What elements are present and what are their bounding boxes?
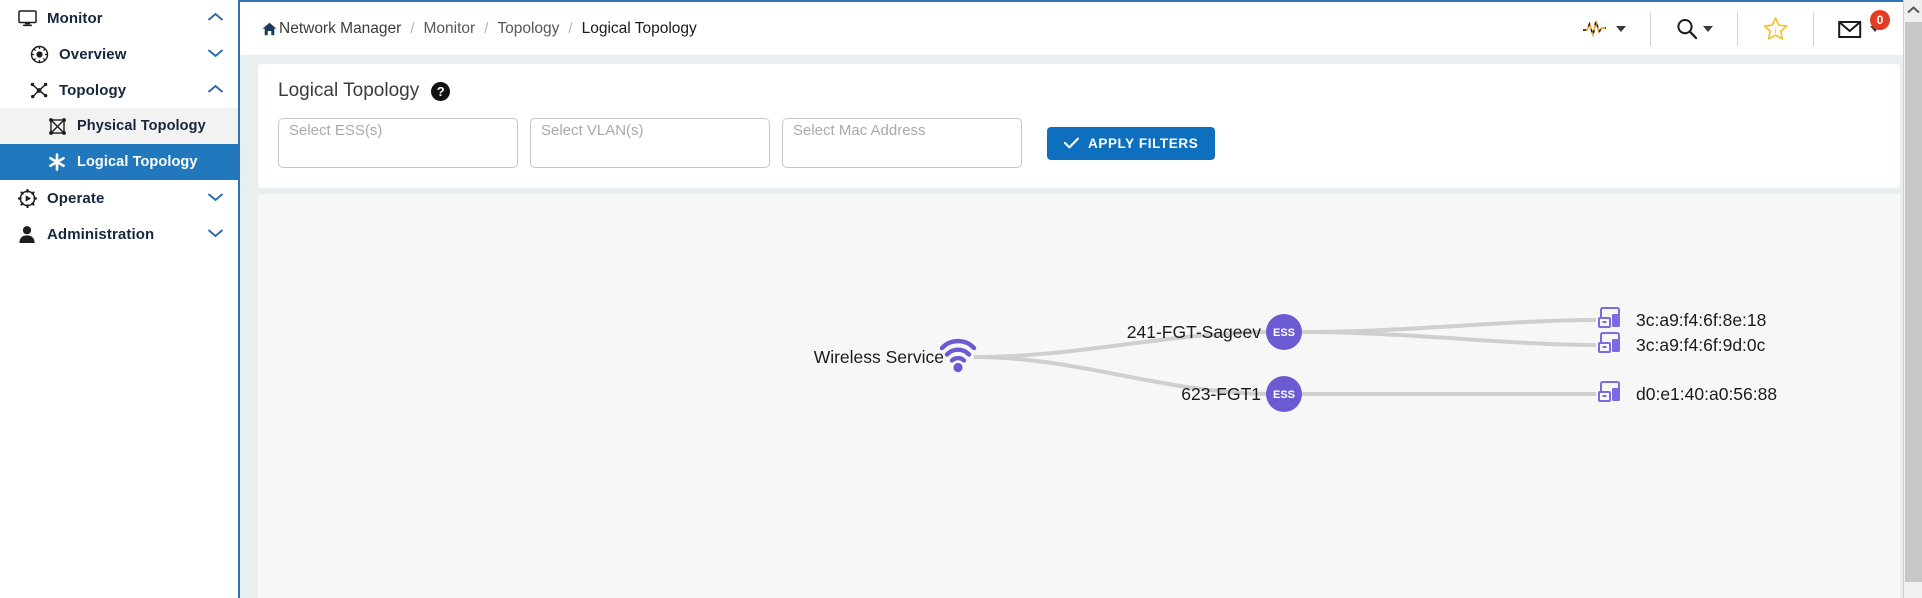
logical-topology-icon <box>44 151 70 173</box>
dashboard-icon <box>26 43 52 65</box>
apply-filters-label: APPLY FILTERS <box>1088 135 1199 151</box>
physical-topology-icon <box>44 115 70 137</box>
sidebar-item-topology[interactable]: Topology <box>0 72 238 108</box>
link-root-to-ap-1 <box>973 355 1267 396</box>
sidebar-item-operate[interactable]: Operate <box>0 180 238 216</box>
help-question-icon[interactable]: ? <box>431 81 451 101</box>
monitor-icon <box>14 7 40 29</box>
topology-graph: Wireless Service 241-FGT-Sageev ESS <box>814 307 1777 412</box>
sidebar-item-overview[interactable]: Overview <box>0 36 238 72</box>
sidebar-item-logical-topology[interactable]: Logical Topology <box>0 144 238 180</box>
client-device-icon <box>1598 381 1620 402</box>
chevron-up-icon[interactable] <box>207 81 224 99</box>
topology-canvas[interactable]: Wireless Service 241-FGT-Sageev ESS <box>258 194 1900 598</box>
chevron-down-icon[interactable] <box>1616 25 1626 32</box>
client-device-icon <box>1598 307 1620 328</box>
client-mac-label: 3c:a9:f4:6f:9d:0c <box>1636 335 1766 355</box>
chevron-down-icon[interactable] <box>207 225 224 243</box>
breadcrumb-home[interactable]: Network Manager <box>262 20 401 38</box>
link-root-to-ap-0 <box>973 330 1267 359</box>
topology-node-client-2[interactable]: d0:e1:40:a0:56:88 <box>1598 381 1777 404</box>
breadcrumb-topology[interactable]: Topology <box>497 19 560 37</box>
topology-node-ap-1[interactable]: 623-FGT1 ESS <box>1181 376 1302 412</box>
vlan-filter-input[interactable]: Select VLAN(s) <box>530 118 770 168</box>
wifi-icon <box>939 338 977 373</box>
filter-card: Logical Topology ? Select ESS(s) Select … <box>258 64 1900 188</box>
topology-icon <box>26 79 52 101</box>
breadcrumb-separator: / <box>410 20 415 37</box>
sidebar-item-label: Physical Topology <box>77 118 206 134</box>
ess-node-circle[interactable] <box>1266 376 1302 412</box>
topbar-actions: i 0 <box>1558 2 1904 55</box>
check-icon <box>1064 137 1079 149</box>
breadcrumb-separator: / <box>568 20 573 37</box>
mail-envelope-icon <box>1838 20 1862 38</box>
search-button[interactable] <box>1651 10 1737 48</box>
breadcrumb-label: Network Manager <box>279 19 402 37</box>
sidebar-item-label: Topology <box>59 81 127 99</box>
operate-gear-icon <box>14 187 40 209</box>
vlan-filter-placeholder: Select VLAN(s) <box>541 122 644 139</box>
vertical-scrollbar[interactable] <box>1903 0 1922 598</box>
topology-node-root[interactable]: Wireless Service <box>814 338 977 373</box>
chevron-up-icon <box>1906 5 1920 13</box>
ap-node-label: 623-FGT1 <box>1181 384 1261 404</box>
breadcrumb-separator: / <box>484 20 489 37</box>
ap-node-label: 241-FGT-Sageev <box>1127 322 1261 342</box>
page-title: Logical Topology <box>278 80 420 101</box>
sidebar-item-label: Monitor <box>47 9 103 27</box>
ess-node-circle[interactable] <box>1266 314 1302 350</box>
mac-filter-placeholder: Select Mac Address <box>793 122 926 139</box>
search-icon <box>1677 18 1698 39</box>
scroll-up-button[interactable] <box>1904 0 1922 19</box>
main-content: Network Manager / Monitor / Topology / L… <box>240 0 1922 598</box>
topology-node-client-1[interactable]: 3c:a9:f4:6f:9d:0c <box>1598 332 1766 355</box>
client-mac-label: 3c:a9:f4:6f:8e:18 <box>1636 310 1766 330</box>
sidebar-item-monitor[interactable]: Monitor <box>0 0 238 36</box>
topology-links <box>973 318 1597 396</box>
chevron-down-icon[interactable] <box>1703 25 1713 32</box>
link-ap0-to-client-1 <box>1301 330 1597 347</box>
ess-badge-label: ESS <box>1273 327 1295 339</box>
chevron-down-icon[interactable] <box>207 45 224 63</box>
activity-pulse-icon <box>1583 20 1606 38</box>
card-header: Logical Topology ? <box>278 80 1880 102</box>
user-icon <box>14 223 40 245</box>
client-device-icon <box>1598 332 1620 353</box>
sidebar-item-label: Operate <box>47 189 105 207</box>
unread-badge: 0 <box>1870 9 1890 30</box>
sidebar-item-physical-topology[interactable]: Physical Topology <box>0 108 238 144</box>
sidebar-item-administration[interactable]: Administration <box>0 216 238 252</box>
top-bar: Network Manager / Monitor / Topology / L… <box>240 0 1922 55</box>
topology-node-client-0[interactable]: 3c:a9:f4:6f:8e:18 <box>1598 307 1766 330</box>
ess-filter-placeholder: Select ESS(s) <box>289 122 383 139</box>
breadcrumb-monitor[interactable]: Monitor <box>423 19 476 37</box>
chevron-down-icon[interactable] <box>207 189 224 207</box>
sidebar-item-label: Logical Topology <box>77 154 198 170</box>
messages-button[interactable]: 0 <box>1814 9 1904 48</box>
divider <box>1813 11 1814 46</box>
mac-filter-input[interactable]: Select Mac Address <box>782 118 1022 168</box>
star-favorite-icon: i <box>1763 16 1788 40</box>
sidebar-item-label: Administration <box>47 225 155 243</box>
svg-text:i: i <box>1774 25 1777 35</box>
home-icon <box>262 22 277 35</box>
link-ap0-to-client-0 <box>1301 318 1597 334</box>
client-mac-label: d0:e1:40:a0:56:88 <box>1636 384 1777 404</box>
ess-badge-label: ESS <box>1273 389 1295 401</box>
topology-node-ap-0[interactable]: 241-FGT-Sageev ESS <box>1127 314 1302 350</box>
breadcrumb-current: Logical Topology <box>581 19 697 37</box>
root-node-label: Wireless Service <box>814 347 944 367</box>
apply-filters-button[interactable]: APPLY FILTERS <box>1047 126 1216 160</box>
chevron-up-icon[interactable] <box>207 9 224 27</box>
sidebar-item-label: Overview <box>59 45 127 63</box>
divider <box>1650 11 1651 46</box>
filter-controls: Select ESS(s) Select VLAN(s) Select Mac … <box>278 118 1880 168</box>
activity-pulse-button[interactable] <box>1558 10 1650 48</box>
favorites-button[interactable]: i <box>1738 10 1813 48</box>
scrollbar-thumb[interactable] <box>1905 22 1922 582</box>
sidebar-navigation: Monitor Overview Topology <box>0 0 240 598</box>
ess-filter-input[interactable]: Select ESS(s) <box>278 118 518 168</box>
divider <box>1737 11 1738 46</box>
